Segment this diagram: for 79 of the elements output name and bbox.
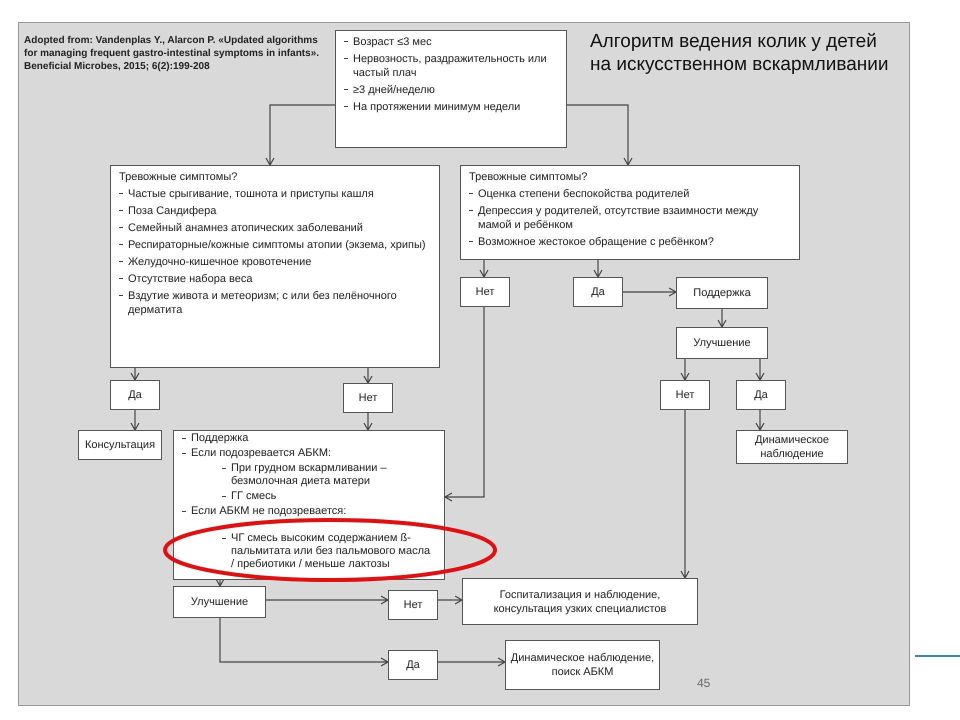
arrow (438, 595, 463, 605)
node-text: Динамическое наблюдение, поиск АБКМ (510, 651, 655, 679)
node-text: Частые срыгивание, тошнота и приступы кашля (128, 187, 374, 201)
process-box (335, 30, 567, 148)
arrow (363, 413, 373, 431)
node-text: Нервозность, раздражительность или частый плач (353, 52, 548, 80)
node-text: Поддержка (191, 432, 248, 445)
node-text: Тревожные симптомы? (119, 171, 238, 183)
node-text: Улучшение (693, 336, 751, 350)
node-text: Нет (358, 391, 378, 405)
arrow (680, 410, 690, 579)
process-box (660, 380, 710, 410)
node-text: Отсутствие набора веса (128, 272, 252, 286)
node-text: Возраст ≤3 мес (353, 35, 432, 49)
node-text: На протяжении минимум недели (353, 100, 520, 114)
arrow (755, 410, 765, 431)
process-box (343, 383, 393, 413)
process-box (460, 165, 800, 260)
node-text: Семейный анамнез атопических заболеваний (128, 221, 363, 235)
citation-text: Adopted from: Vandenplas Y., Alarcon P. «Updated algorithms for managing frequent gastro-intestinal symptoms in infants». Beneficial Microbes, 2015; 6(2):199-208 (24, 34, 320, 73)
node-text: ≥3 дней/неделю (353, 83, 435, 97)
process-box (736, 430, 848, 464)
arrow (680, 359, 690, 381)
arrow (717, 309, 727, 328)
process-box (573, 277, 623, 307)
process-box (676, 277, 768, 309)
node-text: Возможное жестокое обращение с ребёнком? (478, 235, 714, 249)
node-text: ЧГ смесь высоким содержанием ß-пальмитата или без пальмового масла / пребиотики / меньше лактозы (231, 532, 432, 571)
page-number: 45 (697, 675, 710, 692)
node-text: Если подозревается АБКМ: (191, 447, 332, 460)
node-text: Желудочно-кишечное кровотечение (128, 255, 312, 269)
arrow (444, 307, 485, 502)
arrow (219, 618, 389, 667)
arrow (130, 410, 140, 431)
node-text: Да (406, 658, 420, 672)
node-text: При грудном вскармливании – безмолочная диета матери (231, 462, 388, 488)
process-box (78, 430, 162, 460)
arrow (266, 595, 389, 605)
node-text: Тревожные симптомы? (469, 171, 588, 183)
arrow (623, 287, 677, 297)
arrow (363, 368, 373, 384)
node-text: Госпитализация и наблюдение, консультация узких специалистов (492, 588, 668, 616)
node-text: Нет (476, 285, 494, 299)
node-text: Динамическое наблюдение (754, 433, 830, 461)
node-text: Поза Сандифера (128, 204, 216, 218)
node-text: Нет (404, 598, 422, 612)
process-box (462, 578, 698, 625)
node-text: Да (754, 388, 768, 402)
node-text: Если АБКМ не подозревается: (191, 505, 346, 518)
node-text: Нет (676, 388, 694, 402)
node-text: Поддержка (693, 286, 751, 300)
node-text: Вздутие живота и метеоризм; с или без пелёночного дерматита (128, 289, 398, 317)
process-box (173, 586, 266, 618)
process-box (505, 640, 660, 690)
arrow (438, 657, 506, 667)
process-box (460, 277, 510, 307)
process-box (388, 590, 438, 620)
node-text: Да (591, 285, 605, 299)
arrow (593, 260, 603, 278)
node-text: Улучшение (190, 595, 248, 609)
process-box (388, 650, 438, 680)
process-box (110, 165, 440, 368)
node-text: Респираторные/кожные симптомы атопии (экзема, хрипы) (128, 238, 426, 252)
title: Алгоритм ведения колик у детей на искусственном вскармливании (590, 30, 890, 76)
process-box (110, 380, 160, 410)
arrow (265, 104, 335, 166)
process-box (736, 380, 786, 410)
node-text: Оценка степени беспокойства родителей (478, 187, 690, 201)
arrow (130, 368, 140, 381)
process-box (676, 327, 768, 359)
arrow (479, 260, 489, 278)
arrow (755, 359, 765, 381)
node-text: Да (128, 388, 142, 402)
node-text: Консультация (84, 438, 156, 452)
arrow (567, 104, 633, 166)
arrow (215, 578, 225, 587)
node-text: ГГ смесь (231, 490, 276, 503)
node-text: Депрессия у родителей, отсутствие взаимности между мамой и ребёнком (478, 204, 760, 232)
process-box (173, 430, 445, 580)
